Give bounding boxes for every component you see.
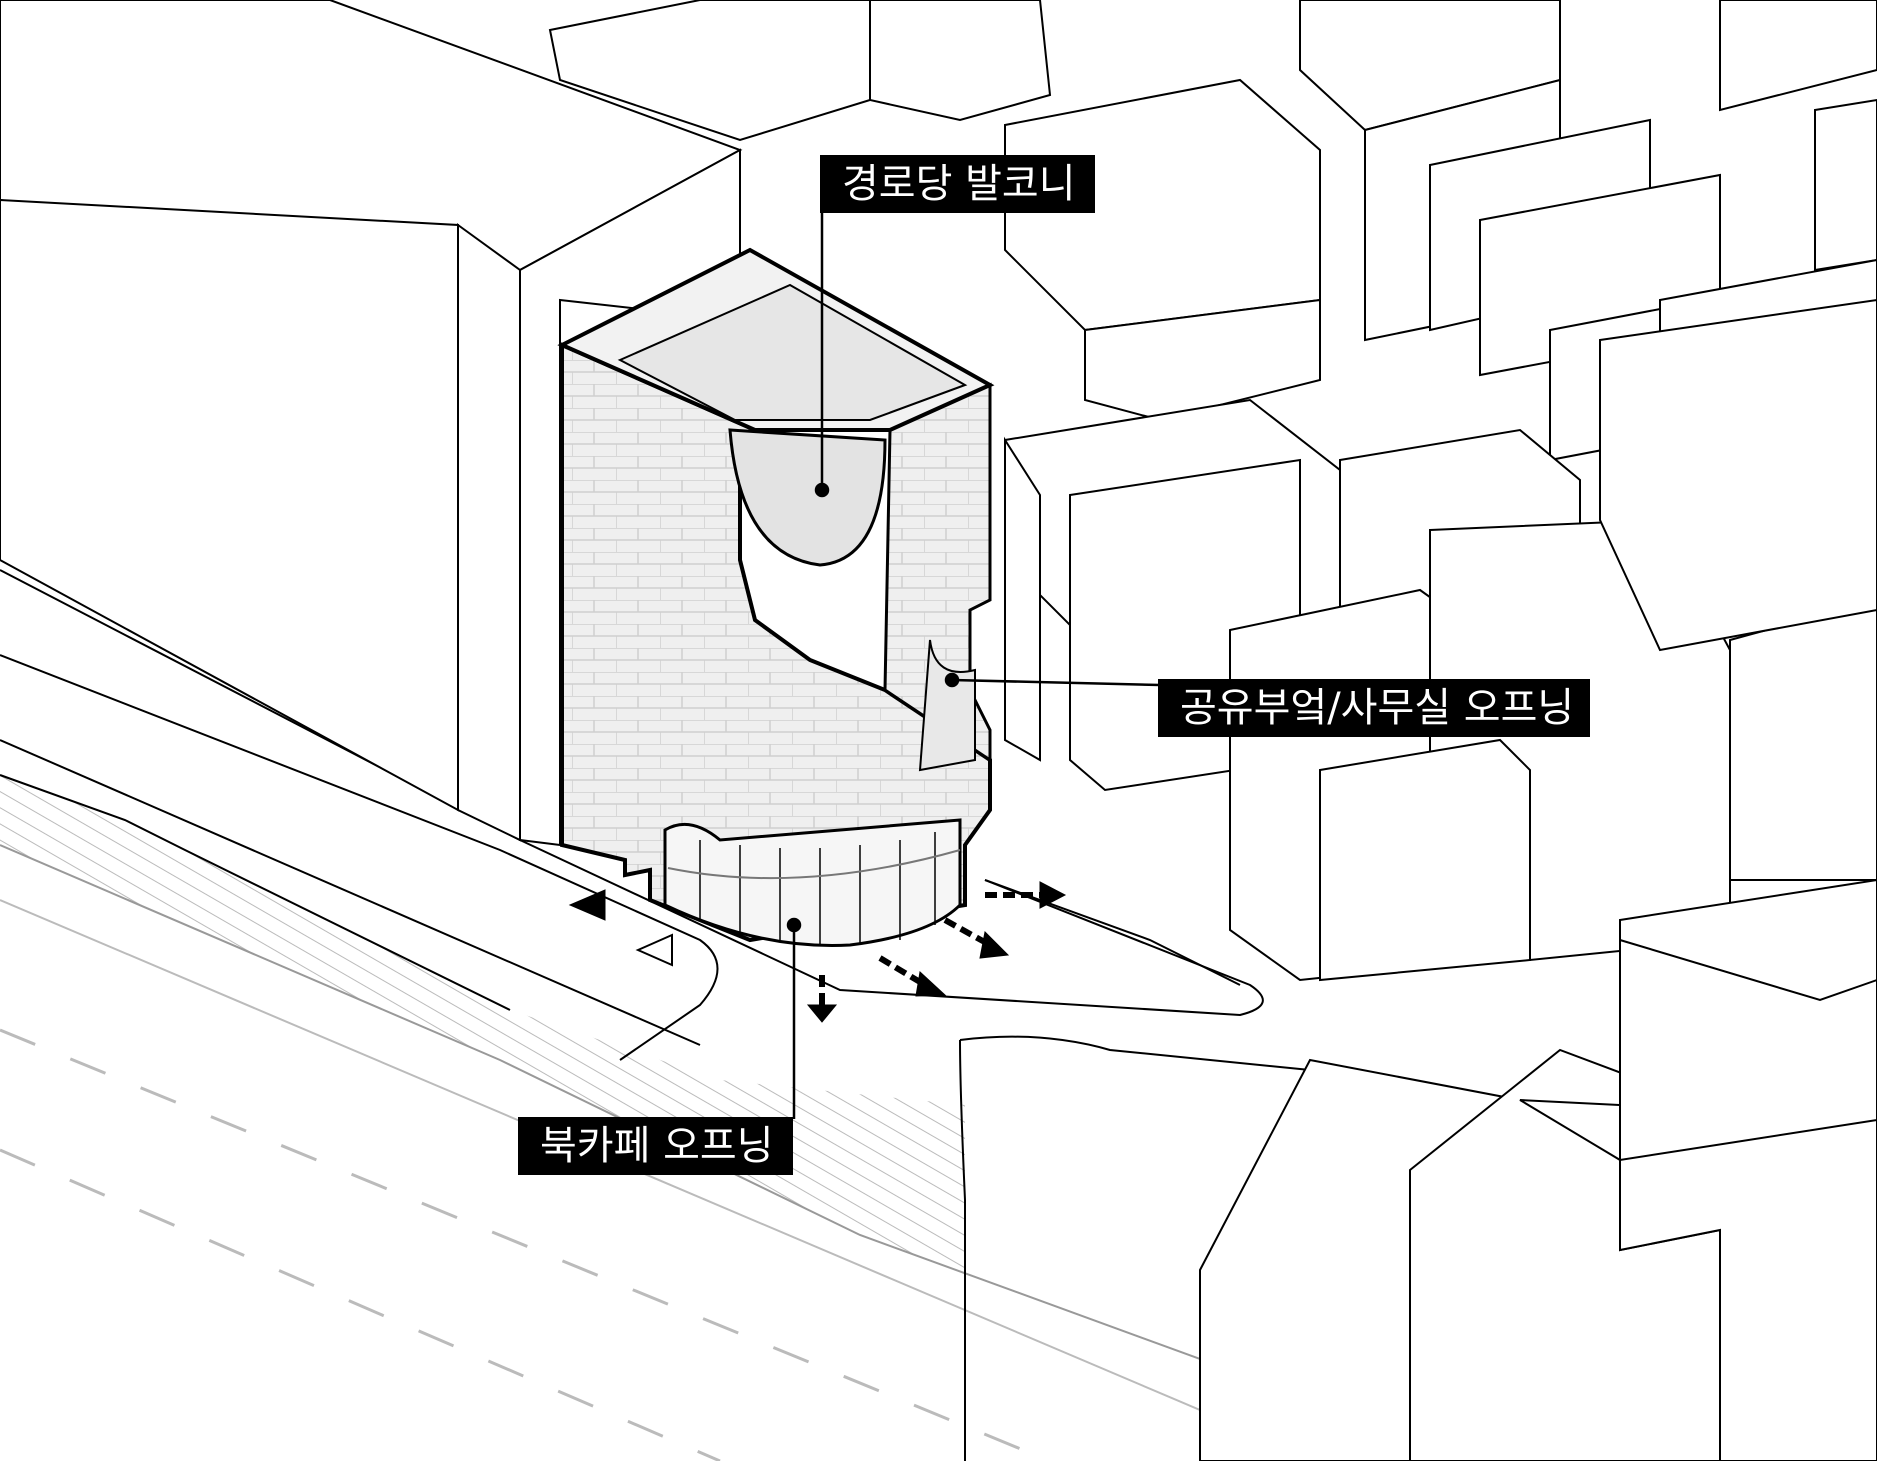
office-opening-marker bbox=[944, 672, 960, 688]
arrow-southeast-2-icon bbox=[915, 971, 947, 997]
entry-arrows bbox=[568, 881, 1067, 1023]
arrow-southeast-icon bbox=[979, 930, 1010, 959]
label-book-cafe-opening: 북카페 오프닝 bbox=[518, 1117, 793, 1175]
lower-right-blocks bbox=[1199, 878, 1877, 1461]
balcony-marker bbox=[814, 482, 830, 498]
building-right-face bbox=[883, 382, 992, 763]
arrow-left-solid-icon bbox=[568, 889, 606, 921]
elder-center-balcony bbox=[728, 428, 887, 567]
main-building bbox=[557, 247, 995, 947]
plaza bbox=[0, 569, 1311, 1461]
arrow-east-icon bbox=[1039, 881, 1067, 909]
arrow-left-outline-icon bbox=[635, 933, 673, 967]
leader-lines bbox=[786, 213, 1161, 1119]
neighbor-tower-left bbox=[0, 0, 743, 847]
road-surface bbox=[0, 845, 1480, 1461]
cafe-opening-marker bbox=[786, 917, 802, 933]
roof-inner bbox=[617, 283, 968, 421]
book-cafe-glazing bbox=[663, 818, 962, 947]
shared-kitchen-opening bbox=[918, 639, 976, 772]
arrow-south-icon bbox=[806, 1004, 838, 1023]
label-elder-center-balcony: 경로당 발코니 bbox=[820, 155, 1095, 213]
label-shared-kitchen-office-opening: 공유부엌/사무실 오프닝 bbox=[1158, 679, 1590, 737]
